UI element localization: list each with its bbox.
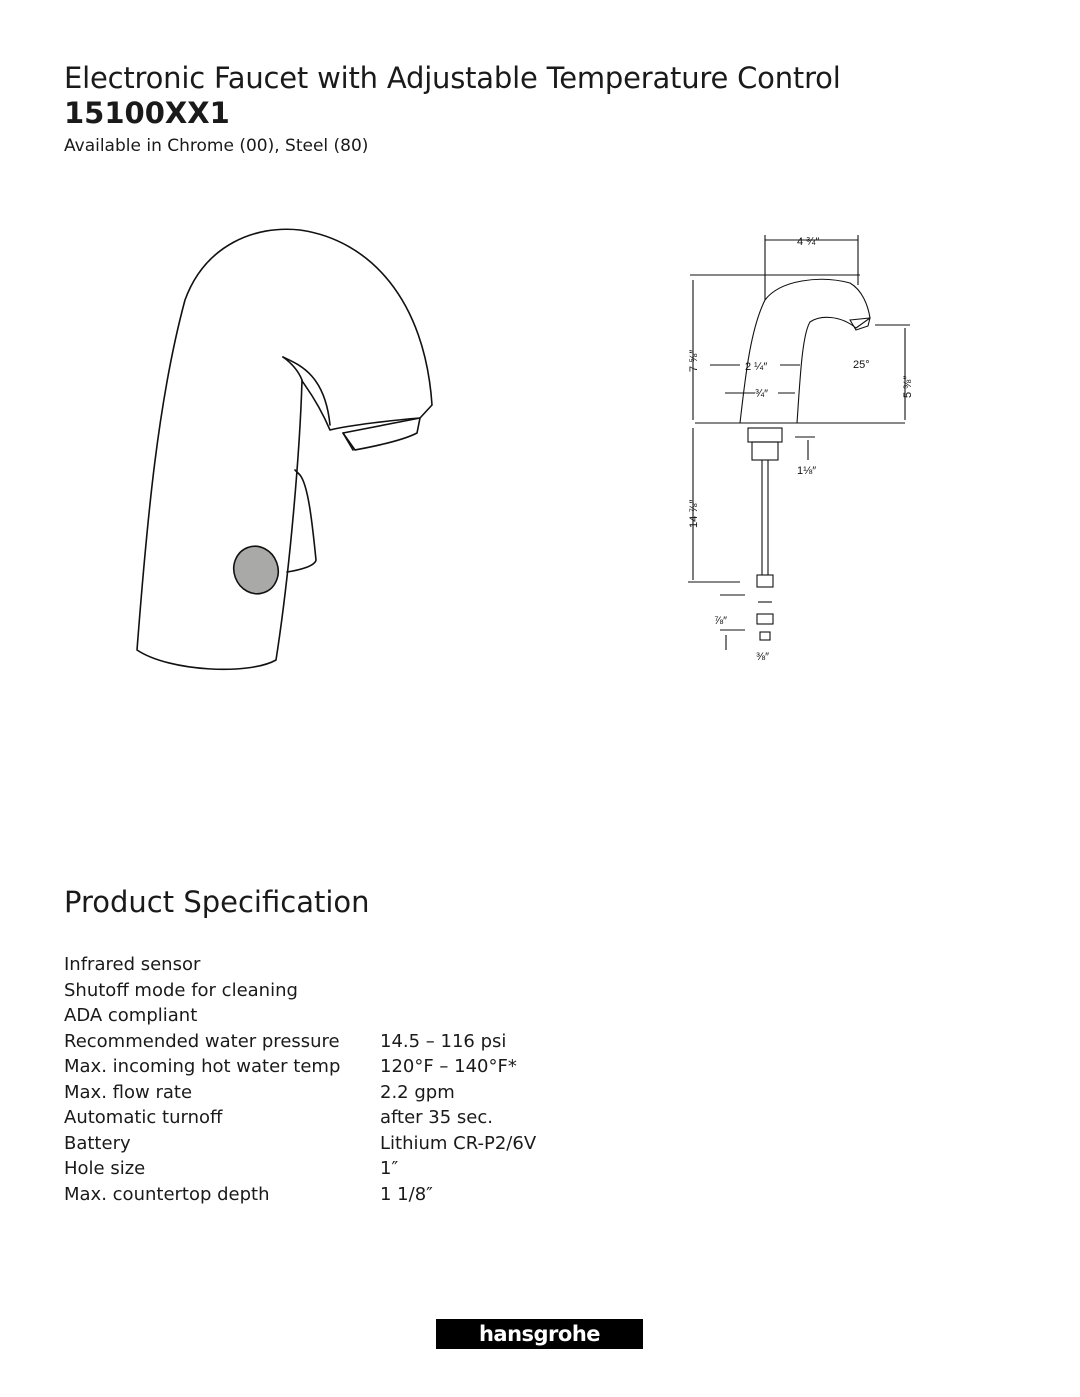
dim-spout-height-label: 5 ⅜″ xyxy=(902,376,914,398)
spec-label: Battery xyxy=(64,1132,131,1154)
spec-row: Shutoff mode for cleaning xyxy=(64,978,536,1004)
spec-label: Hole size xyxy=(64,1158,146,1179)
spec-label: Recommended water pressure xyxy=(64,1030,340,1052)
model-number: 15100XX1 xyxy=(64,96,230,130)
spec-row: Recommended water pressure 14.5 – 116 psi xyxy=(64,1029,536,1055)
spec-value: Lithium CR-P2/6V xyxy=(380,1132,537,1154)
spec-row: Max. flow rate 2.2 gpm xyxy=(64,1080,536,1106)
infrared-sensor-window xyxy=(232,545,280,595)
dim-inner-label: ¾″ xyxy=(755,388,768,400)
mounting-shank xyxy=(747,427,783,443)
dim-nut-label: ⅞″ xyxy=(714,615,727,627)
spec-row: Battery Lithium CR-P2/6V xyxy=(64,1131,536,1157)
spec-value: 120°F – 140°F* xyxy=(380,1056,517,1077)
spec-row: Infrared sensor xyxy=(64,952,536,978)
dim-width-label: 4 ¾″ xyxy=(797,236,819,248)
dim-countertop-label: 1⅛″ xyxy=(797,465,816,477)
dim-connection-label: ⅜″ xyxy=(756,651,769,663)
spec-value: after 35 sec. xyxy=(380,1107,494,1128)
hansgrohe-logo: hansgrohe xyxy=(436,1319,643,1349)
dim-angle-label: 25° xyxy=(853,359,870,371)
spec-row: Automatic turnoff after 35 sec. xyxy=(64,1105,536,1131)
hose-fitting xyxy=(756,613,774,625)
spec-list: Infrared sensor Shutoff mode for cleanin… xyxy=(64,952,536,1207)
spec-label: Automatic turnoff xyxy=(64,1107,223,1128)
spec-value: 1″ xyxy=(380,1158,399,1179)
spec-label: Max. flow rate xyxy=(64,1081,193,1103)
spec-row: Max. incoming hot water temp 120°F – 140°… xyxy=(64,1054,536,1080)
dim-hose-label: 14 ⅞″ xyxy=(688,500,700,528)
spec-section-title: Product Specification xyxy=(64,885,370,919)
spec-row: ADA compliant xyxy=(64,1003,536,1029)
availability-note: Available in Chrome (00), Steel (80) xyxy=(64,136,369,156)
spec-label: ADA compliant xyxy=(64,1005,198,1026)
dim-base-label: 2 ¼″ xyxy=(745,361,767,373)
spec-row: Hole size 1″ xyxy=(64,1156,536,1182)
spec-label: Max. countertop depth xyxy=(64,1183,270,1205)
dim-height-label: 7 ⅝″ xyxy=(688,350,700,372)
spec-value: 2.2 gpm xyxy=(380,1081,455,1103)
spec-label: Max. incoming hot water temp xyxy=(64,1056,341,1077)
faucet-spout-underside xyxy=(282,356,331,426)
aerator-outlet xyxy=(342,417,421,451)
spec-value: 1 1/8″ xyxy=(380,1183,433,1205)
temperature-lever xyxy=(286,469,317,573)
spec-label: Infrared sensor xyxy=(64,954,201,975)
document-title: Electronic Faucet with Adjustable Temper… xyxy=(64,61,841,95)
spec-label: Shutoff mode for cleaning xyxy=(64,979,298,1001)
hose-nut xyxy=(756,574,774,588)
spec-value: 14.5 – 116 psi xyxy=(380,1030,507,1052)
faucet-body-seam xyxy=(282,356,303,381)
drawing-faucet-outline xyxy=(739,278,871,424)
spec-row: Max. countertop depth 1 1/8″ xyxy=(64,1182,536,1208)
